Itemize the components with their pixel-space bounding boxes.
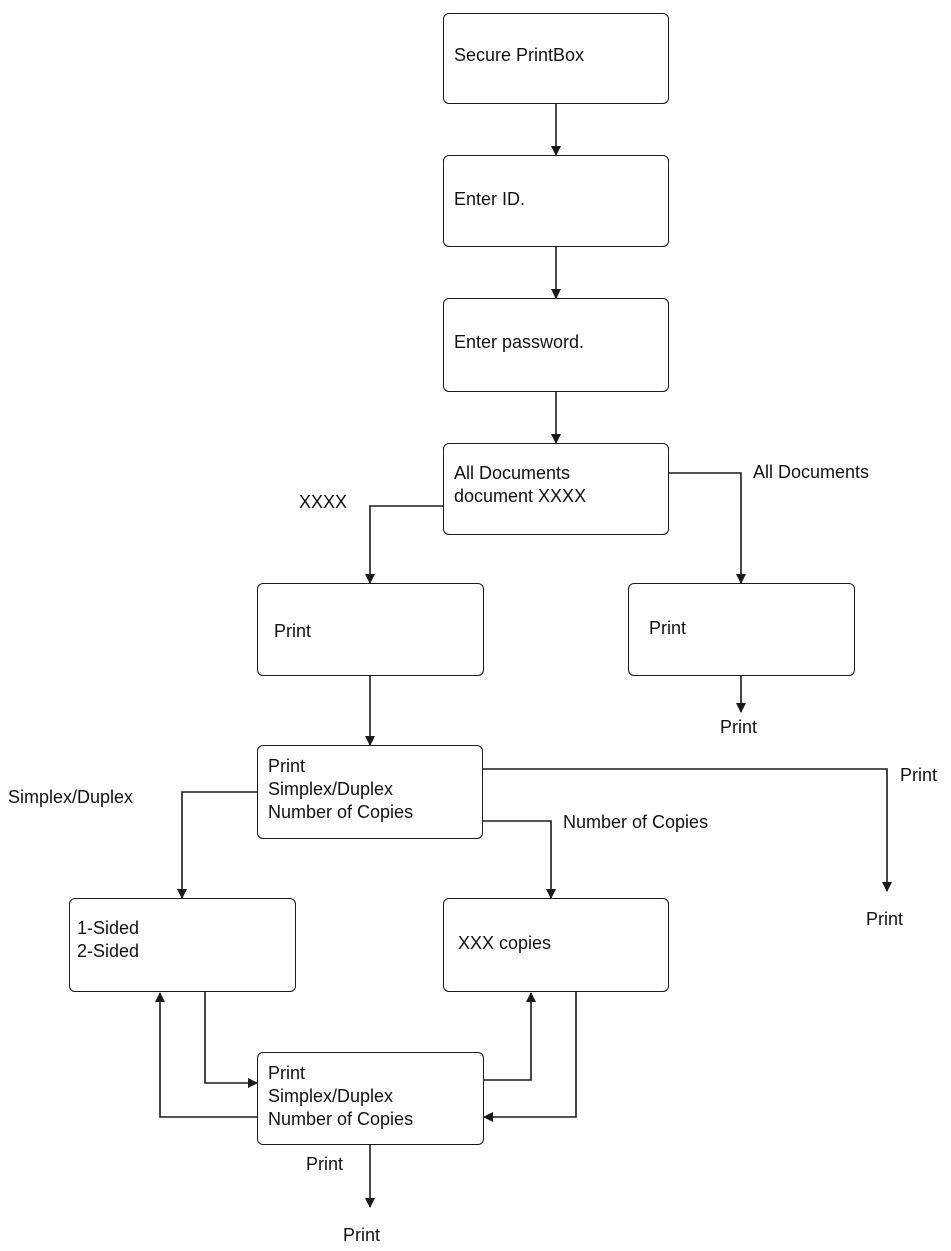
node-line: Print bbox=[274, 621, 312, 641]
node-print-settings-return: Print Simplex/Duplex Number of Copies bbox=[257, 1052, 484, 1145]
edge-return-to-sided bbox=[155, 992, 257, 1118]
node-print-settings: Print Simplex/Duplex Number of Copies bbox=[257, 745, 483, 839]
edge-documents-to-print-all bbox=[668, 472, 746, 584]
node-line: Number of Copies bbox=[268, 802, 414, 822]
node-line: document XXXX bbox=[454, 486, 587, 506]
edge-label-print-all-result: Print bbox=[720, 717, 758, 737]
node-line: Enter ID. bbox=[454, 189, 526, 209]
edge-documents-to-print-single bbox=[365, 505, 444, 584]
node-line: 1-Sided bbox=[77, 918, 140, 938]
node-secure-printbox: Secure PrintBox bbox=[443, 13, 669, 104]
edge-label-all-documents: All Documents bbox=[753, 462, 870, 482]
node-line: Print bbox=[268, 1063, 306, 1083]
node-line: Number of Copies bbox=[268, 1109, 414, 1129]
node-sided: 1-Sided 2-Sided bbox=[69, 898, 296, 992]
node-line: Print bbox=[649, 618, 687, 638]
node-line: Simplex/Duplex bbox=[268, 1086, 394, 1106]
node-print-all: Print bbox=[628, 583, 855, 676]
edge-settings-to-copies bbox=[482, 820, 556, 899]
edge-settings-to-sided bbox=[177, 791, 258, 899]
node-enter-id: Enter ID. bbox=[443, 155, 669, 247]
node-line: Print bbox=[268, 756, 306, 776]
node-copies: XXX copies bbox=[443, 898, 669, 992]
node-line: Enter password. bbox=[454, 332, 585, 352]
edge-label-simplex-duplex: Simplex/Duplex bbox=[8, 787, 134, 807]
node-enter-password: Enter password. bbox=[443, 298, 669, 392]
edge-label-print-bottom: Print bbox=[306, 1154, 344, 1174]
edge-sided-to-return bbox=[204, 992, 258, 1088]
edge-label-print-right: Print bbox=[900, 765, 938, 785]
node-line: Secure PrintBox bbox=[454, 45, 585, 65]
node-document-select: All Documents document XXXX bbox=[443, 443, 669, 535]
edge-label-number-of-copies: Number of Copies bbox=[563, 812, 709, 832]
edge-settings-to-print-right bbox=[482, 768, 892, 892]
node-line: XXX copies bbox=[458, 933, 552, 953]
node-line: Simplex/Duplex bbox=[268, 779, 394, 799]
node-print-single: Print bbox=[257, 583, 484, 676]
edge-copies-to-return bbox=[483, 992, 577, 1122]
edge-label-xxxx: XXXX bbox=[299, 492, 348, 512]
edge-label-print-bottom-result: Print bbox=[343, 1225, 381, 1245]
node-line: All Documents bbox=[454, 463, 571, 483]
node-line: 2-Sided bbox=[77, 941, 140, 961]
edge-label-print-right-result: Print bbox=[866, 909, 904, 929]
edge-return-to-copies bbox=[484, 992, 536, 1081]
